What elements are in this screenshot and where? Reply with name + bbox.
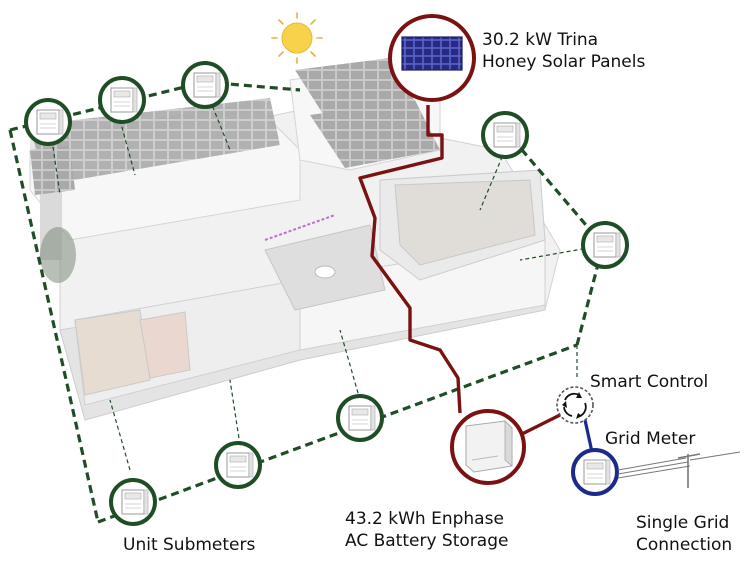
submeter-2 [98, 76, 146, 124]
solar-label-line-1: 30.2 kW Trina [482, 30, 599, 50]
solar-label: 30.2 kW Trina Honey Solar Panels [482, 29, 645, 73]
battery-label: 43.2 kWh Enphase AC Battery Storage [345, 508, 508, 552]
submeter-4 [481, 111, 529, 159]
submeter-8 [109, 478, 157, 526]
battery-label-line-2: AC Battery Storage [345, 531, 509, 551]
grid-connection-label: Single Grid Connection [636, 512, 732, 556]
sun-icon [271, 12, 323, 64]
submeter-1 [24, 98, 72, 146]
submeter-leaders [51, 99, 606, 471]
cycle-arrows-icon [562, 392, 587, 419]
power-line-icon [617, 451, 741, 488]
submeter-5 [581, 221, 629, 269]
submeters-label: Unit Submeters [123, 535, 256, 555]
solar-panel-callout [388, 14, 476, 102]
grid-meter-wire [583, 419, 594, 453]
grid-connection-line-2: Connection [636, 535, 733, 555]
grid-meter-node [571, 448, 619, 496]
solar-label-line-2: Honey Solar Panels [482, 52, 646, 72]
solar-panel-icon [401, 36, 463, 71]
grid-meter-label: Grid Meter [605, 429, 696, 449]
submeter-nodes [24, 61, 629, 526]
battery-label-line-1: 43.2 kWh Enphase [345, 509, 504, 529]
grid-meter-icon [583, 459, 611, 485]
submeter-7 [214, 441, 262, 489]
submeter-6 [336, 394, 384, 442]
smart-control-label: Smart Control [590, 372, 709, 392]
battery-icon [465, 420, 513, 473]
smart-control-node [556, 386, 594, 424]
submeter-3 [181, 61, 229, 109]
battery-callout [450, 409, 526, 485]
grid-connection-line-1: Single Grid [636, 513, 730, 533]
